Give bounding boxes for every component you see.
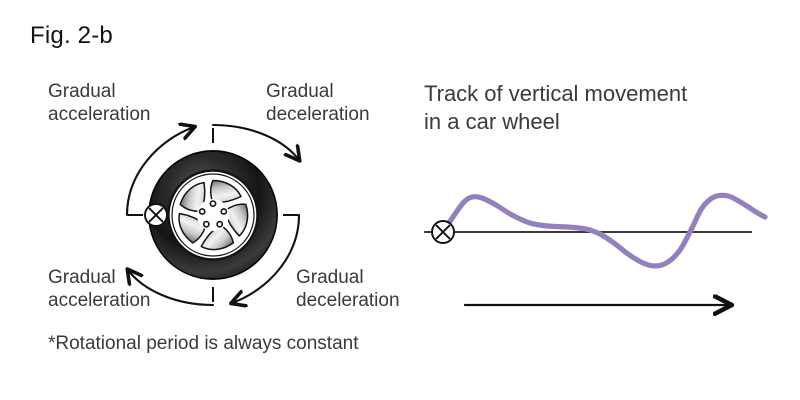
chart-circled-x-marker — [431, 220, 455, 244]
label-gradual-deceleration-top: Gradual deceleration — [266, 81, 370, 125]
label-gradual-acceleration-top: Gradual acceleration — [48, 81, 151, 125]
lug-bolt-2 — [220, 208, 228, 215]
track-heading: Track of vertical movement in a car whee… — [424, 81, 688, 134]
figure-title: Fig. 2-b — [30, 22, 113, 49]
label-gradual-acceleration-bottom: Gradual acceleration — [48, 267, 151, 311]
spoke-2 — [223, 203, 249, 237]
spoke-3 — [200, 223, 235, 251]
vertical-movement-curve — [440, 192, 768, 269]
rim-spokes — [178, 179, 249, 251]
wheel-diagram — [0, 0, 420, 400]
wheel-circled-x-marker — [144, 203, 168, 227]
marker-x — [435, 224, 451, 240]
lug-bolt-1 — [209, 200, 217, 207]
wheel-tick-marks — [128, 128, 298, 302]
rotation-arrows — [127, 125, 299, 305]
lug-bolt-3 — [216, 220, 224, 228]
arrow-decelerate-top — [211, 123, 299, 160]
marker-x — [148, 207, 164, 223]
wheel-hub — [197, 199, 229, 231]
arrow-accelerate-bottom — [128, 270, 215, 307]
label-gradual-deceleration-bottom: Gradual deceleration — [296, 267, 400, 311]
figure-footnote: *Rotational period is always constant — [48, 333, 359, 354]
arrow-accelerate-top — [125, 127, 194, 217]
lug-bolt-5 — [198, 208, 206, 215]
lug-bolt-4 — [202, 220, 210, 228]
spoke-1 — [210, 179, 242, 204]
arrow-decelerate-bottom — [232, 213, 301, 303]
spoke-5 — [179, 181, 206, 213]
